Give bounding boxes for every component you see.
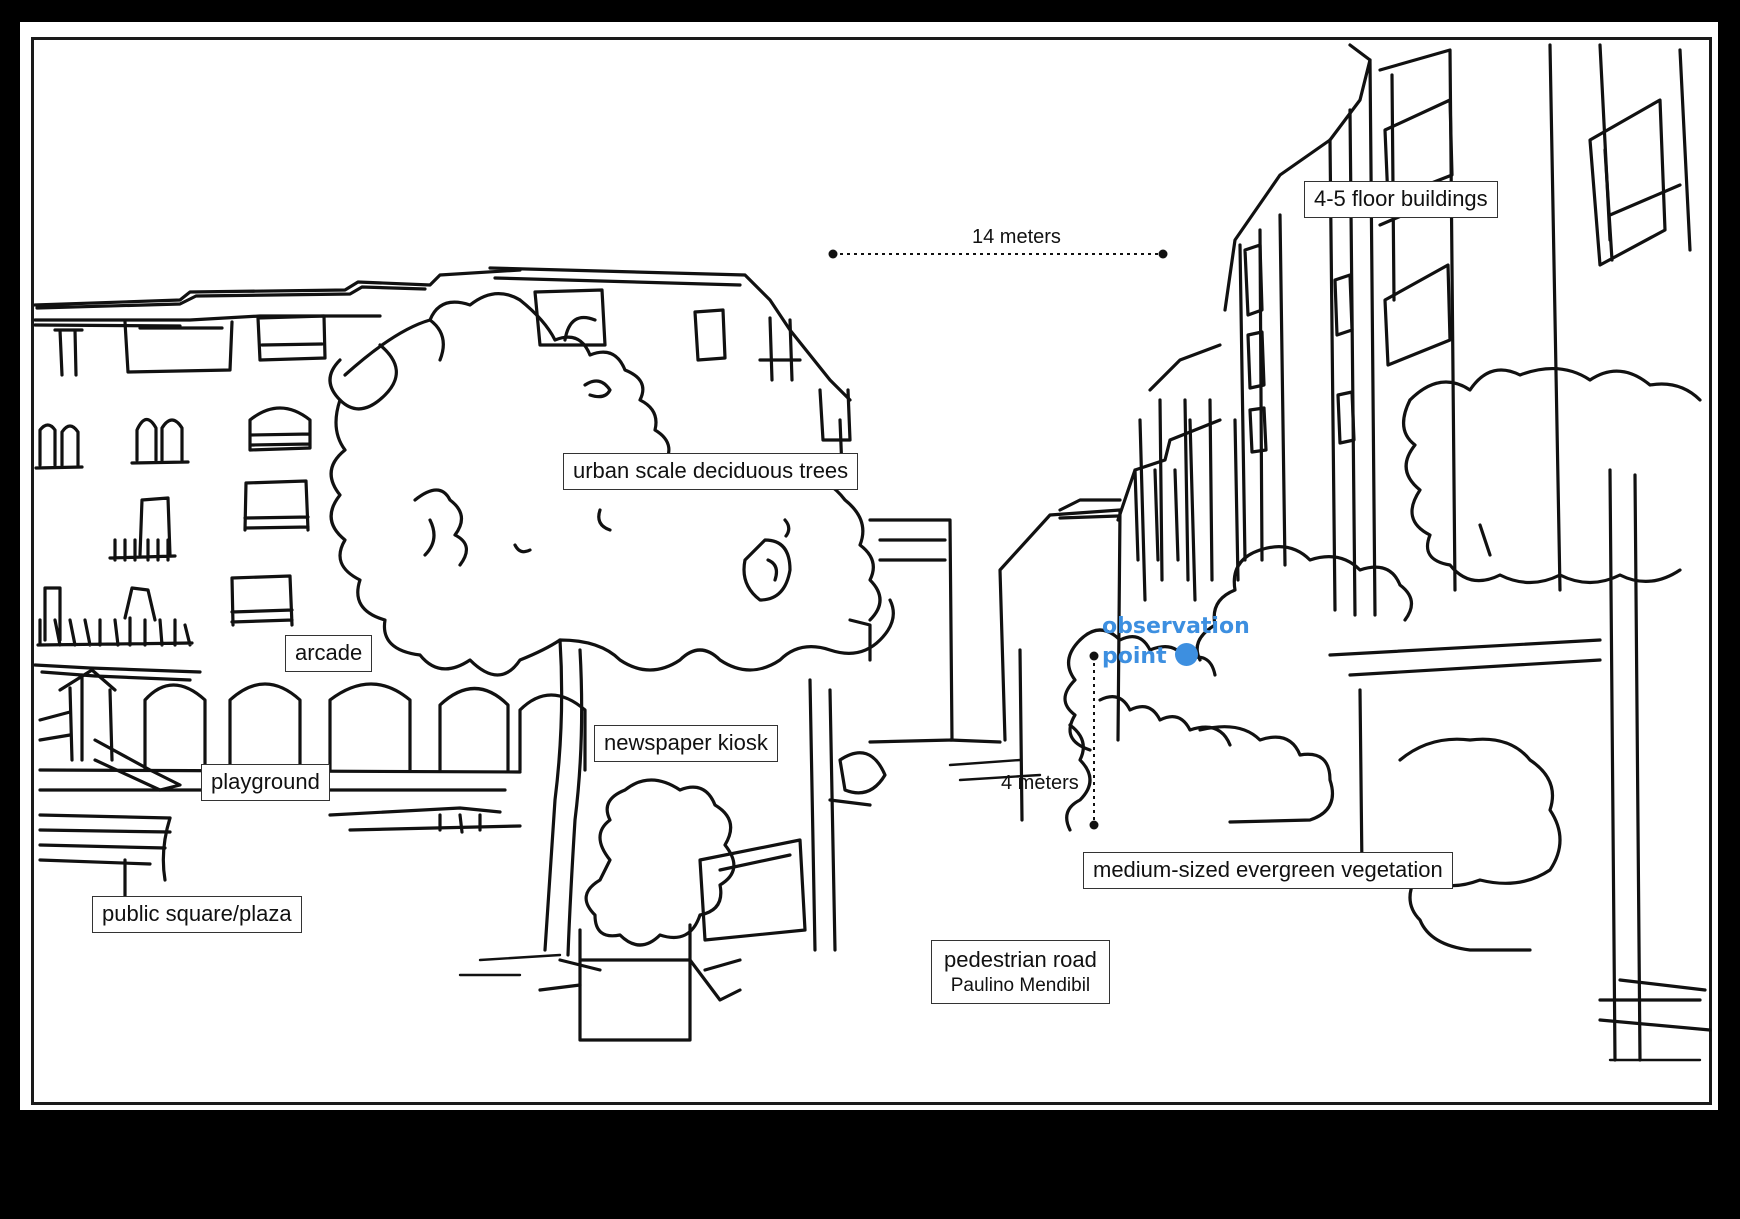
- observation-text-line1: observation: [1102, 614, 1250, 639]
- width-measure: 14 meters: [972, 226, 1061, 248]
- road-label: pedestrian road Paulino Mendibil: [931, 940, 1110, 1005]
- kiosk-label-text: newspaper kiosk: [604, 730, 768, 755]
- trees-label: urban scale deciduous trees: [563, 453, 859, 490]
- playground-label: playground: [201, 764, 330, 801]
- playground-sketch: [38, 668, 182, 792]
- trees-label-text: urban scale deciduous trees: [573, 458, 849, 483]
- right-buildings: [1223, 43, 1692, 617]
- playground-label-text: playground: [211, 769, 320, 794]
- arcade-label-text: arcade: [295, 640, 363, 665]
- center-building: [488, 266, 954, 744]
- vegetation-label-text: medium-sized evergreen vegetation: [1093, 857, 1443, 882]
- buildings-label: 4-5 floor buildings: [1304, 181, 1498, 218]
- kiosk-label: newspaper kiosk: [594, 725, 778, 762]
- observation-text-line2: point: [1102, 644, 1167, 669]
- distant-buildings: [948, 343, 1240, 744]
- right-tree: [1402, 366, 1702, 1062]
- observation-dot: [1174, 643, 1198, 666]
- observation-point: observation point: [1102, 612, 1250, 672]
- drawing-frame: [31, 37, 1712, 1105]
- evergreen-vegetation: [1063, 545, 1712, 1032]
- plaza-label-text: public square/plaza: [102, 901, 292, 926]
- arcade-label: arcade: [285, 635, 373, 672]
- road-label-line1: pedestrian road: [944, 947, 1097, 972]
- left-building: [33, 268, 587, 792]
- plaza-label: public square/plaza: [92, 896, 302, 933]
- plaza-edge: [38, 806, 522, 902]
- dimension-lines: [828, 249, 1168, 830]
- kiosk-area: [538, 751, 887, 1042]
- street-trees: [543, 638, 1024, 957]
- road-label-line2: Paulino Mendibil: [950, 974, 1091, 996]
- vegetation-label: medium-sized evergreen vegetation: [1083, 852, 1453, 889]
- buildings-label-text: 4-5 floor buildings: [1314, 186, 1488, 211]
- height-measure: 4 meters: [1001, 772, 1079, 794]
- ground-lines: [458, 758, 1702, 1062]
